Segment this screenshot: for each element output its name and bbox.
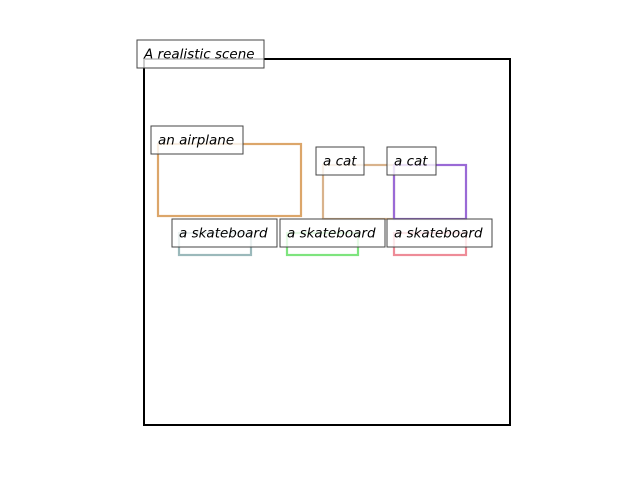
scene-frame [143, 58, 511, 426]
airplane-label: an airplane [150, 125, 244, 155]
skateboard-label-2: a skateboard [279, 218, 386, 248]
skateboard-label-1-text: a skateboard [179, 226, 268, 242]
scene-title: A realistic scene [143, 47, 255, 63]
cat-label-1: a cat [315, 146, 365, 176]
scene-title-label: A realistic scene [136, 39, 265, 69]
skateboard-label-3: a skateboard [386, 218, 493, 248]
cat-label-1-text: a cat [323, 154, 357, 170]
airplane-box [156, 142, 303, 218]
skateboard-label-2-text: a skateboard [287, 226, 376, 242]
cat-label-2: a cat [386, 146, 437, 176]
airplane-label-text: an airplane [158, 133, 234, 149]
cat-label-2-text: a cat [394, 154, 428, 170]
skateboard-label-1: a skateboard [171, 218, 278, 248]
skateboard-label-3-text: a skateboard [394, 226, 483, 242]
